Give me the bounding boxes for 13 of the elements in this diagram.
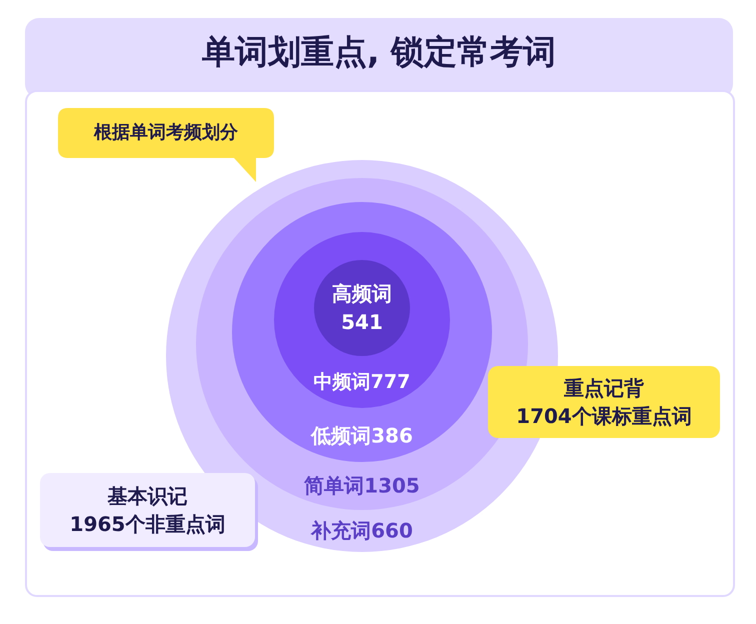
box-heading: 基本识记: [108, 483, 188, 510]
note-box: [40, 473, 255, 547]
ring-label: 541: [341, 310, 383, 334]
box-heading: 重点记背: [564, 375, 644, 402]
ring-label: 补充词660: [311, 518, 413, 544]
ring-label: 中频词777: [314, 370, 410, 395]
box-text: 1704个课标重点词: [516, 403, 692, 430]
ring-label: 简单词1305: [304, 472, 420, 500]
box-text: 1965个非重点词: [70, 511, 226, 538]
title-heading: 单词划重点, 锁定常考词: [200, 31, 558, 73]
note-box: [488, 366, 720, 438]
ring-label: 低频词386: [311, 422, 413, 450]
ring-label: 高频词: [332, 280, 392, 308]
